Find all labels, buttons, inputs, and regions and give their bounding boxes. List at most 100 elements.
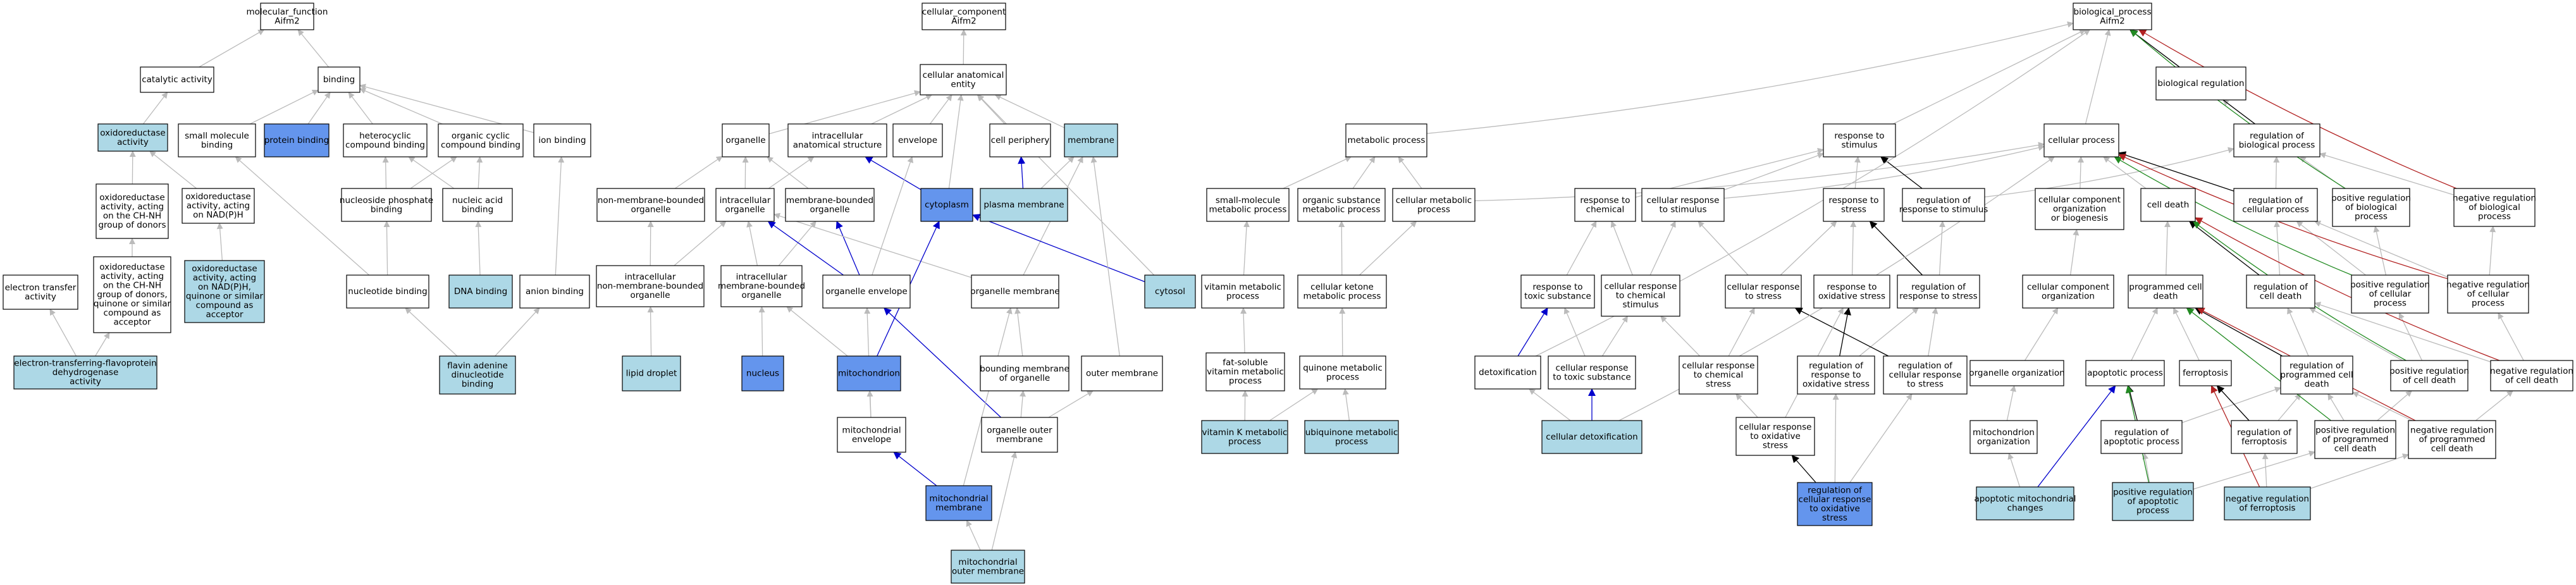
term-node-nucleotide[interactable]: nucleotide binding xyxy=(346,274,429,309)
term-node-membrane[interactable]: membrane xyxy=(1064,123,1118,157)
term-node-nucleus[interactable]: nucleus xyxy=(741,355,784,391)
term-node-binding[interactable]: binding xyxy=(317,66,361,93)
term-node-bio-reg[interactable]: biological regulation xyxy=(2155,66,2246,101)
term-node-cell-periphery[interactable]: cell periphery xyxy=(989,123,1051,157)
term-node-outer-membrane[interactable]: outer membrane xyxy=(1081,355,1163,391)
term-node-apoptotic[interactable]: apoptotic process xyxy=(2085,360,2165,386)
term-node-dna-binding[interactable]: DNA binding xyxy=(448,274,513,309)
term-node-cytoplasm[interactable]: cytoplasm xyxy=(920,188,973,222)
term-node-envelope[interactable]: envelope xyxy=(892,123,943,157)
term-node-ferroptosis[interactable]: ferroptosis xyxy=(2179,360,2232,386)
term-node-lipid-droplet[interactable]: lipid droplet xyxy=(622,355,681,391)
term-node-cell-death[interactable]: cell death xyxy=(2140,188,2196,222)
term-node-metabolic[interactable]: metabolic process xyxy=(1345,123,1427,157)
term-node-cytosol[interactable]: cytosol xyxy=(1144,274,1196,309)
term-node-plasma-membrane[interactable]: plasma membrane xyxy=(980,188,1068,222)
term-node-protein-binding[interactable]: protein binding xyxy=(264,123,330,157)
term-node-etf-dh[interactable]: electron-transferring-flavoproteindehydr… xyxy=(13,355,157,390)
term-node-anion[interactable]: anion binding xyxy=(519,274,590,309)
term-node-ion-binding[interactable]: ion binding xyxy=(533,123,591,157)
term-node-cellular-process[interactable]: cellular process xyxy=(2043,123,2119,157)
term-node-org-membrane[interactable]: organelle membrane xyxy=(970,274,1060,309)
term-node-mitochondrion[interactable]: mitochondrion xyxy=(837,355,901,391)
term-node-intra-nmbo[interactable]: intracellularnon-membrane-boundedorganel… xyxy=(596,265,705,307)
term-node-organelle-org[interactable]: organelle organization xyxy=(1969,360,2065,386)
term-node-catalytic[interactable]: catalytic activity xyxy=(140,66,214,93)
term-node-organelle[interactable]: organelle xyxy=(722,123,770,157)
term-node-detox[interactable]: detoxification xyxy=(1474,355,1541,390)
